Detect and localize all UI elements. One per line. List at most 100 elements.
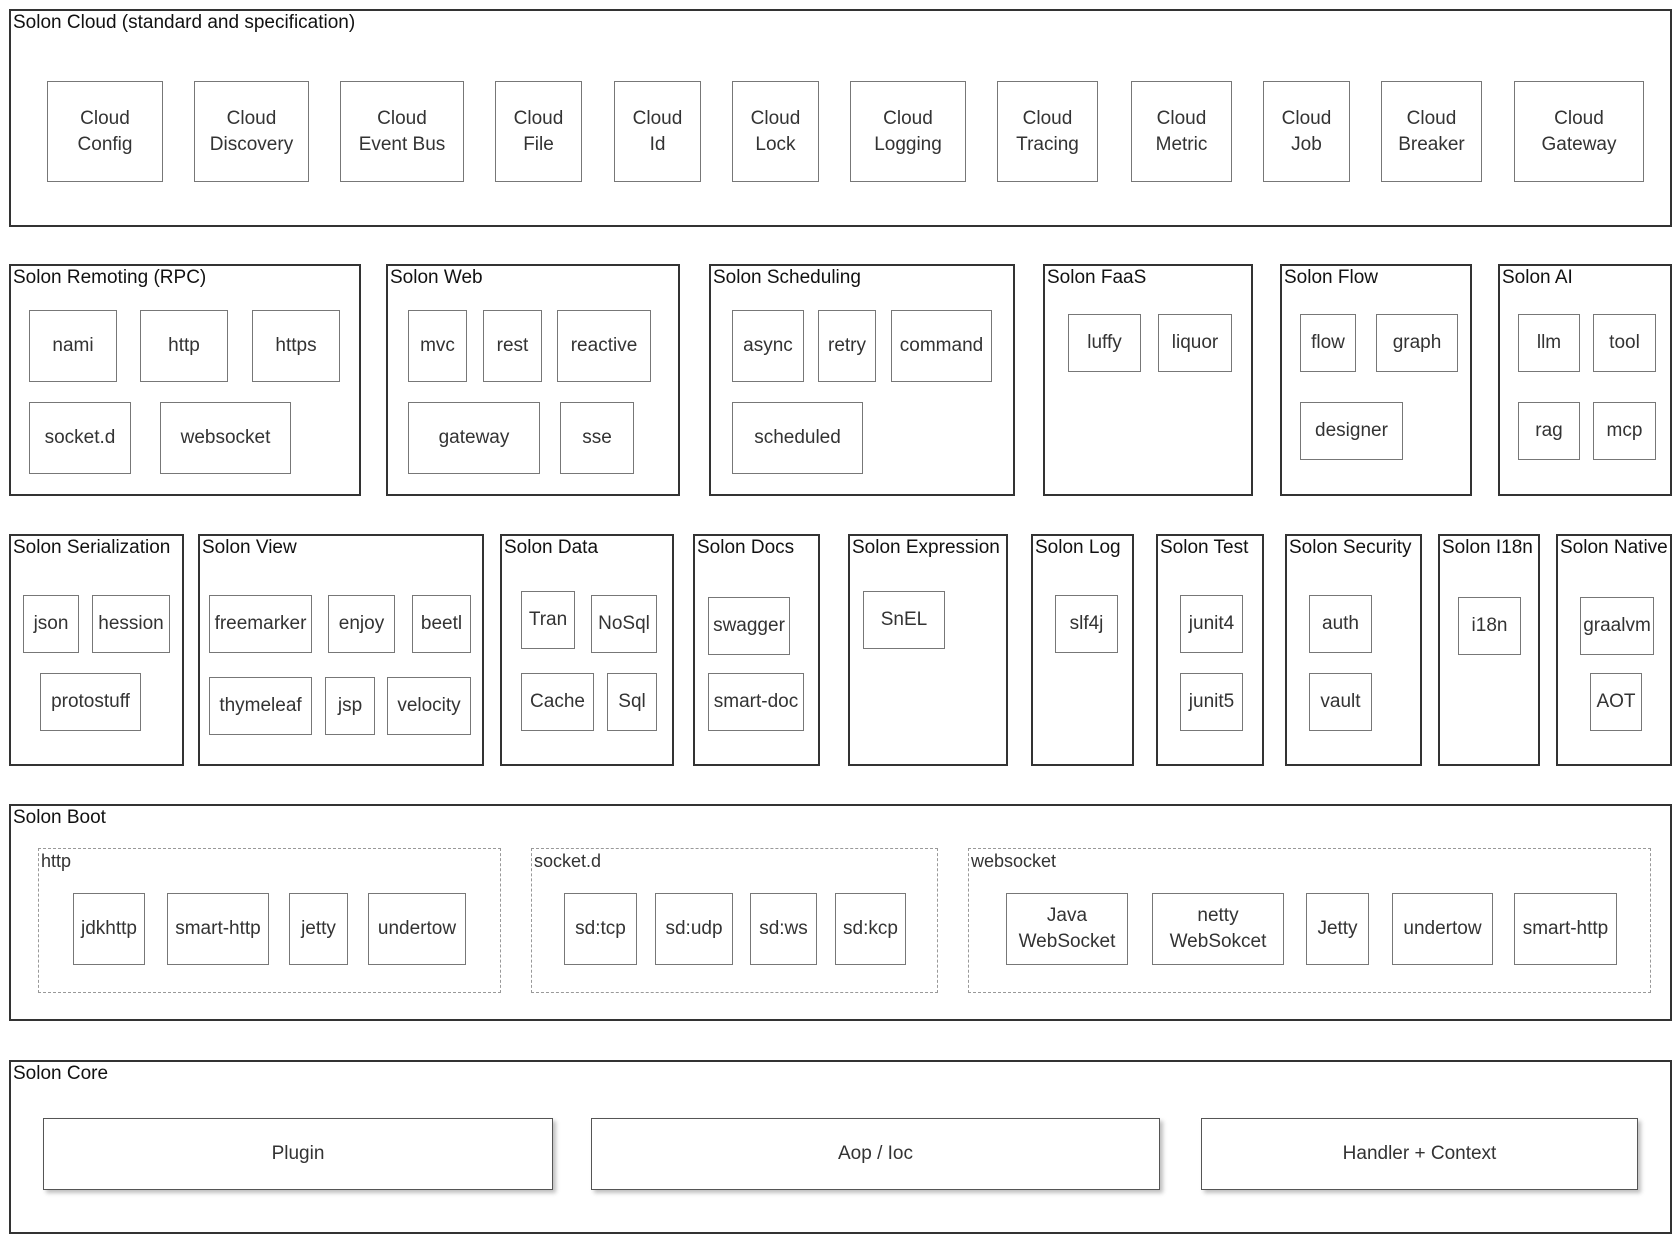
module-junit5: junit5 [1180,673,1243,731]
module-sd-kcp: sd:kcp [835,893,906,965]
group-title: Solon Serialization [13,537,171,558]
module-jsp: jsp [325,677,375,735]
module-aop-ioc: Aop / Ioc [591,1118,1160,1190]
module-cloud-gateway: Cloud Gateway [1514,81,1644,182]
group-title: Solon Test [1160,537,1249,558]
module-cloud-tracing: Cloud Tracing [997,81,1098,182]
group-solon-faas: Solon FaaS [1043,264,1253,496]
module-snel: SnEL [863,591,945,649]
module-tran: Tran [521,591,575,649]
module-hession: hession [92,595,170,653]
module-sd-tcp: sd:tcp [564,893,637,965]
module-llm: llm [1518,314,1580,372]
module-rest: rest [483,310,542,382]
module-jdkhttp: jdkhttp [73,893,145,965]
module-beetl: beetl [412,595,471,653]
section-title: socket.d [534,851,602,871]
group-title: Solon Scheduling [713,267,861,288]
module-cloud-logging: Cloud Logging [850,81,966,182]
module-flow: flow [1300,314,1356,372]
module-graalvm: graalvm [1580,597,1654,655]
module-luffy: luffy [1068,314,1141,372]
boot-websocket-section: websocket [968,848,1651,993]
group-title: Solon Log [1035,537,1121,558]
module-websocket: websocket [160,402,291,474]
boot-socketd-section: socket.d [531,848,938,993]
module-smart-http: smart-http [167,893,269,965]
module-sd-ws: sd:ws [750,893,817,965]
module-cloud-lock: Cloud Lock [732,81,819,182]
module-socket-d: socket.d [29,402,131,474]
section-title: http [41,851,72,871]
group-title: Solon Docs [697,537,795,558]
module-graph: graph [1376,314,1458,372]
group-title: Solon Flow [1284,267,1378,288]
module-freemarker: freemarker [209,595,312,653]
module-i18n: i18n [1458,597,1521,655]
module-mcp: mcp [1593,402,1656,460]
module-sql: Sql [607,673,657,731]
module-swagger: swagger [708,597,790,655]
group-title: Solon Web [390,267,483,288]
module-junit4: junit4 [1180,595,1243,653]
module-auth: auth [1309,595,1372,653]
module-async: async [732,310,804,382]
module-enjoy: enjoy [328,595,395,653]
module-vault: vault [1309,673,1372,731]
group-title: Solon Cloud (standard and specification) [13,12,356,33]
group-title: Solon Boot [13,807,106,828]
module-jetty: jetty [289,893,348,965]
module-cloud-discovery: Cloud Discovery [194,81,309,182]
module-slf4j: slf4j [1055,595,1118,653]
group-solon-flow: Solon Flow [1280,264,1472,496]
module-nosql: NoSql [591,595,657,653]
group-title: Solon Data [504,537,599,558]
module-rag: rag [1518,402,1580,460]
module-reactive: reactive [557,310,651,382]
module-scheduled: scheduled [732,402,863,474]
module-sd-udp: sd:udp [655,893,733,965]
module-cloud-config: Cloud Config [47,81,163,182]
module-command: command [891,310,992,382]
group-title: Solon Security [1289,537,1412,558]
module-aot: AOT [1590,673,1642,731]
module-liquor: liquor [1158,314,1232,372]
module-gateway: gateway [408,402,540,474]
module-java-websocket: Java WebSocket [1006,893,1128,965]
group-title: Solon Core [13,1063,109,1084]
group-solon-expression: Solon Expression [848,534,1008,766]
module-designer: designer [1300,402,1403,460]
group-title: Solon Remoting (RPC) [13,267,207,288]
module-cloud-metric: Cloud Metric [1131,81,1232,182]
module-cloud-event-bus: Cloud Event Bus [340,81,464,182]
module-cloud-file: Cloud File [495,81,582,182]
group-title: Solon View [202,537,297,558]
module-protostuff: protostuff [40,673,141,731]
module-handler-context: Handler + Context [1201,1118,1638,1190]
module-smart-doc: smart-doc [708,673,804,731]
module-jetty-ws: Jetty [1306,893,1369,965]
module-velocity: velocity [387,677,471,735]
group-title: Solon FaaS [1047,267,1147,288]
boot-http-section: http [38,848,501,993]
module-undertow: undertow [368,893,466,965]
module-cloud-job: Cloud Job [1263,81,1350,182]
module-plugin: Plugin [43,1118,553,1190]
module-undertow-ws: undertow [1392,893,1493,965]
group-solon-ai: Solon AI [1498,264,1672,496]
module-cloud-breaker: Cloud Breaker [1381,81,1482,182]
group-title: Solon Expression [852,537,1000,558]
section-title: websocket [971,851,1057,871]
group-title: Solon Native [1560,537,1668,558]
module-json: json [23,595,79,653]
module-https: https [252,310,340,382]
module-thymeleaf: thymeleaf [209,677,312,735]
module-netty-websokcet: netty WebSokcet [1152,893,1284,965]
group-title: Solon AI [1502,267,1573,288]
module-mvc: mvc [408,310,467,382]
module-cache: Cache [521,673,594,731]
module-http: http [140,310,228,382]
module-smart-http-ws: smart-http [1514,893,1617,965]
group-title: Solon I18n [1442,537,1533,558]
group-solon-i18n: Solon I18n [1438,534,1540,766]
